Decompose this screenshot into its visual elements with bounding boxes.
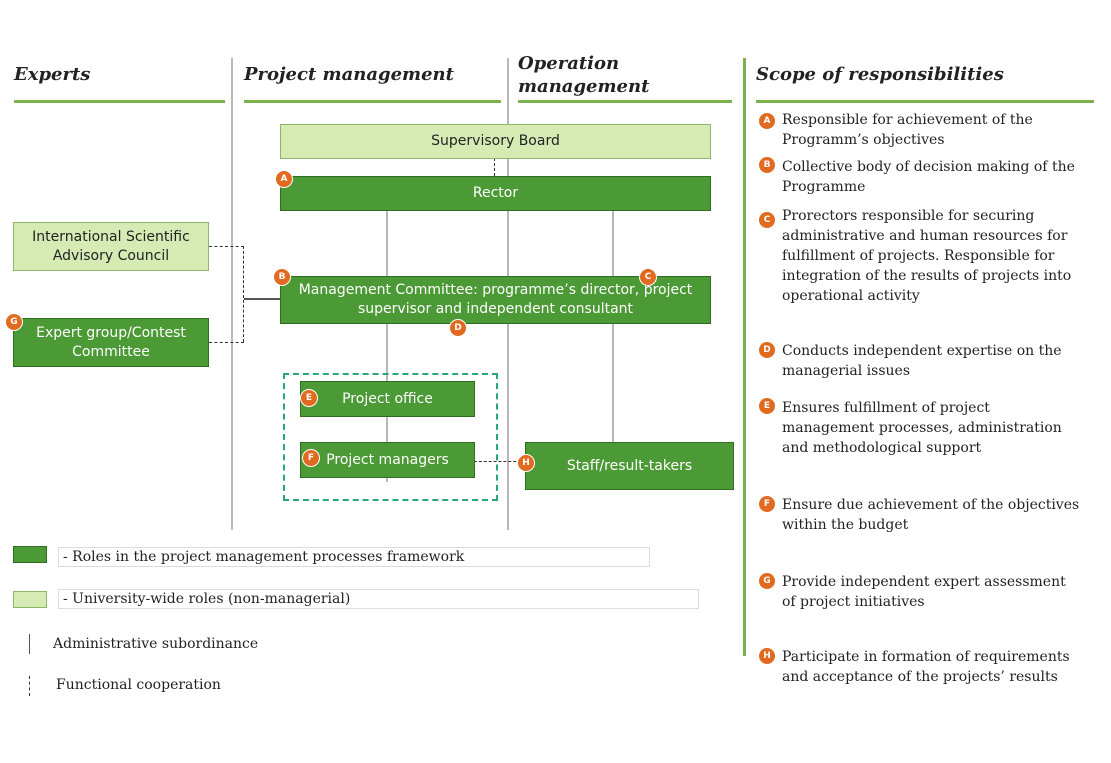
experts-dash-v xyxy=(243,246,244,342)
staff-box: Staff/result-takers xyxy=(525,442,734,490)
resp-badge-c-icon: C xyxy=(758,211,776,229)
responsibility-e-line2: management processes, administration xyxy=(782,420,1062,436)
expert-group-line1: Expert group/Contest xyxy=(36,324,186,341)
legend-light-swatch xyxy=(13,591,47,608)
responsibility-d-line1: Conducts independent expertise on the xyxy=(782,343,1062,359)
expert-group-box: Expert group/Contest Committee xyxy=(13,318,209,367)
expert-group-line2: Committee xyxy=(72,343,150,360)
advisory-council-line2: Advisory Council xyxy=(52,247,170,264)
committee-solid-connector xyxy=(244,298,280,300)
responsibility-h-line1: Participate in formation of requirements xyxy=(782,649,1070,665)
responsibility-c-line4: integration of the results of projects i… xyxy=(782,268,1072,284)
subordinance-line-right xyxy=(612,210,614,442)
resp-badge-h-icon: H xyxy=(758,647,776,665)
responsibility-g-line2: of project initiatives xyxy=(782,594,925,610)
resp-badge-f-icon: F xyxy=(758,495,776,513)
resp-badge-a-icon: A xyxy=(758,112,776,130)
operation-management-header: Operation management xyxy=(518,52,649,98)
advisory-council-line1: International Scientific xyxy=(32,228,190,245)
scope-rule xyxy=(756,100,1094,103)
responsibility-b: Collective body of decision making of th… xyxy=(782,157,1102,197)
responsibility-f: Ensure due achievement of the objectives… xyxy=(782,495,1102,535)
supervisory-board-box: Supervisory Board xyxy=(280,124,711,159)
operation-management-line2: management xyxy=(518,76,650,97)
operation-management-line1: Operation xyxy=(518,53,620,74)
badge-d-icon: D xyxy=(449,319,467,337)
responsibility-c-line5: operational activity xyxy=(782,288,920,304)
responsibility-c-line3: fulfillment of projects. Responsible for xyxy=(782,248,1055,264)
responsibility-e: Ensures fulfillment of project managemen… xyxy=(782,398,1102,458)
badge-e-icon: E xyxy=(300,389,318,407)
responsibility-d: Conducts independent expertise on the ma… xyxy=(782,341,1102,381)
badge-c-icon: C xyxy=(639,268,657,286)
responsibility-a-line2: Programm’s objectives xyxy=(782,132,945,148)
responsibility-a: Responsible for achievement of the Progr… xyxy=(782,110,1102,150)
resp-badge-b-icon: B xyxy=(758,156,776,174)
legend-dark-swatch xyxy=(13,546,47,563)
experts-header: Experts xyxy=(14,64,91,85)
badge-a-icon: A xyxy=(275,170,293,188)
badge-g-icon: G xyxy=(5,313,23,331)
rector-box: Rector xyxy=(280,176,711,211)
project-management-header: Project management xyxy=(244,64,454,85)
management-committee-box: Management Committee: programme’s direct… xyxy=(280,276,711,324)
legend-solid-label: Administrative subordinance xyxy=(53,636,259,652)
column-separator-experts xyxy=(231,58,233,530)
responsibility-h-line2: and acceptance of the projects’ results xyxy=(782,669,1058,685)
responsibility-c-line1: Prorectors responsible for securing xyxy=(782,208,1035,224)
resp-badge-d-icon: D xyxy=(758,341,776,359)
council-dash-h xyxy=(209,246,244,247)
responsibility-g: Provide independent expert assessment of… xyxy=(782,572,1102,612)
responsibility-e-line3: and methodological support xyxy=(782,440,982,456)
responsibility-c-line2: administrative and human resources for xyxy=(782,228,1068,244)
operation-management-rule xyxy=(518,100,732,103)
advisory-council-box: International Scientific Advisory Counci… xyxy=(13,222,209,271)
responsibility-a-line1: Responsible for achievement of the xyxy=(782,112,1033,128)
project-management-rule xyxy=(244,100,501,103)
badge-b-icon: B xyxy=(273,268,291,286)
managers-staff-dash xyxy=(474,461,526,462)
expert-group-dash-h xyxy=(209,342,244,343)
management-committee-line2: supervisor and independent consultant xyxy=(357,301,634,317)
legend-dashed-line-icon xyxy=(29,676,30,696)
experts-rule xyxy=(14,100,225,103)
management-committee-line1: Management Committee: programme’s direct… xyxy=(298,282,693,298)
responsibility-h: Participate in formation of requirements… xyxy=(782,647,1102,687)
project-office-box: Project office xyxy=(300,381,475,417)
responsibility-g-line1: Provide independent expert assessment xyxy=(782,574,1066,590)
resp-badge-e-icon: E xyxy=(758,397,776,415)
responsibility-f-line1: Ensure due achievement of the objectives xyxy=(782,497,1080,513)
responsibility-d-line2: managerial issues xyxy=(782,363,911,379)
badge-f-icon: F xyxy=(302,449,320,467)
resp-badge-g-icon: G xyxy=(758,572,776,590)
column-separator-scope xyxy=(743,58,746,656)
project-office-group-outline xyxy=(283,373,498,501)
responsibility-e-line1: Ensures fulfillment of project xyxy=(782,400,990,416)
legend-dashed-label: Functional cooperation xyxy=(56,677,221,693)
responsibility-c: Prorectors responsible for securing admi… xyxy=(782,206,1102,306)
project-managers-box: Project managers xyxy=(300,442,475,478)
responsibility-b-line2: Programme xyxy=(782,179,866,195)
responsibility-f-line2: within the budget xyxy=(782,517,909,533)
legend-dark-label: - Roles in the project management proces… xyxy=(58,547,650,567)
legend-light-label: - University-wide roles (non-managerial) xyxy=(58,589,699,609)
responsibility-b-line1: Collective body of decision making of th… xyxy=(782,159,1075,175)
board-rector-dash xyxy=(494,158,495,176)
legend-solid-line-icon xyxy=(29,634,30,654)
badge-h-icon: H xyxy=(517,454,535,472)
subordinance-line-left xyxy=(386,210,388,482)
scope-header: Scope of responsibilities xyxy=(756,64,1004,85)
